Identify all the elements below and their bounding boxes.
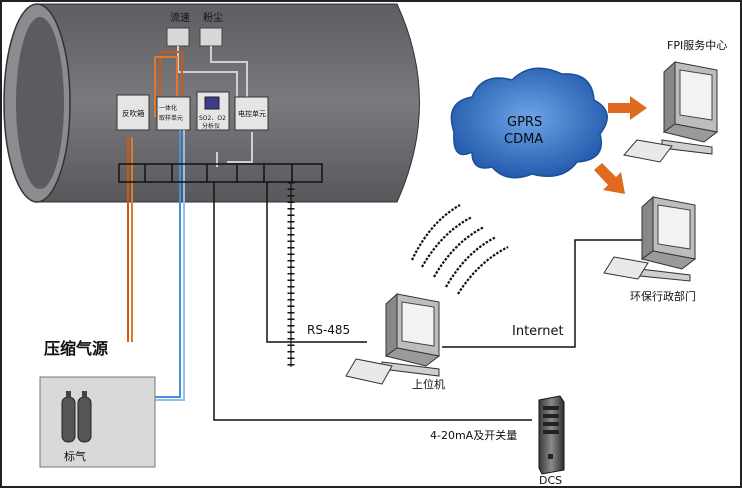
dust-sensor [199,27,223,47]
wireless-signal-icon [411,204,509,295]
arrow-to-fpi-icon [608,96,647,120]
analyzer-label-line1: SO2、O2 [199,115,226,122]
flow-label: 流速 [170,11,190,24]
fpi-computer-icon [623,60,719,163]
mounting-bracket [118,163,323,183]
air-source-label: 压缩气源 [44,339,108,358]
dcs-tower-icon [538,395,565,475]
internet-label: Internet [512,324,564,339]
integrated-sampling-unit: 一体化 取样单元 [156,96,191,131]
upper-computer-icon [345,292,441,385]
cloud-label-line1: GPRS [507,115,542,130]
cloud-label-line2: CDMA [504,132,543,147]
rs485-line [266,182,367,343]
dust-label: 粉尘 [203,11,223,24]
control-unit-label: 电控单元 [238,109,266,118]
rs485-label: RS-485 [307,323,350,337]
absorber-box: 反吹箱 [116,94,150,131]
fpi-label: FPI服务中心 [667,39,727,52]
integrated-unit-label-line2: 取样单元 [159,114,183,122]
analyzer-box: SO2、O2 分析仪 [196,91,230,131]
standard-gas-label: 标气 [64,449,86,463]
standard-gas-cabinet [39,376,156,468]
integrated-unit-label-line1: 一体化 [159,104,177,112]
epa-label: 环保行政部门 [630,289,696,303]
epa-computer-icon [603,195,697,282]
signal-label: 4-20mA及开关量 [430,428,517,442]
analyzer-label-line2: 分析仪 [202,122,220,130]
flow-sensor [166,27,190,47]
upper-label: 上位机 [412,377,445,391]
arrow-to-epa-icon [594,163,625,194]
dcs-label: DCS [539,474,562,486]
signal-line [213,182,532,421]
gprs-cdma-cloud-icon [450,67,608,179]
orange-gas-lines [127,51,183,342]
absorber-label: 反吹箱 [122,108,145,118]
control-unit-box: 电控单元 [234,96,269,131]
internet-line [442,239,642,348]
